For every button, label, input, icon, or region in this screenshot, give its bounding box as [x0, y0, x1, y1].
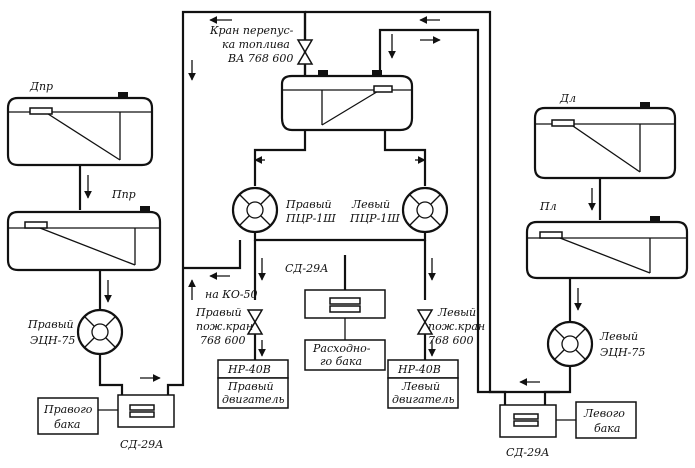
crossfeed-label-1: Кран перепус- — [209, 24, 294, 37]
right-tank-label-1: Правого — [43, 403, 93, 416]
ecn-right-label-1: Правый — [27, 318, 74, 331]
consumable-tank-sensor — [304, 289, 386, 319]
ecn-left-label-2: ЭЦН-75 — [600, 346, 645, 359]
ecn-left-label-1: Левый — [599, 330, 638, 343]
ecn-right-pump — [76, 308, 124, 356]
valve-left-label-3: 768 600 — [428, 334, 474, 347]
right-tank-label-2: бака — [54, 418, 80, 431]
left-tank-label-2: бака — [594, 422, 620, 435]
p-left-label: Пл — [539, 200, 557, 213]
d-left-label: Дл — [559, 92, 576, 105]
pump-right-label-2: ПЦР-1Ш — [285, 212, 336, 225]
p-right-label: Ппр — [111, 188, 136, 201]
pump-left-label-1: Левый — [351, 198, 390, 211]
flow-arrows — [84, 16, 596, 386]
tank-d-left — [533, 102, 677, 180]
sd-left-sensor — [499, 404, 557, 438]
engine-right-box — [217, 377, 289, 409]
tank-p-left — [525, 216, 689, 280]
valve-right-label-1: Правый — [195, 306, 242, 319]
sd-center-label: СД-29А — [285, 262, 328, 275]
center-tank — [280, 70, 414, 132]
hr-left-label: НР-40В — [397, 363, 441, 376]
valve-left-label-1: Левый — [437, 306, 476, 319]
engine-left-label-1: Левый — [401, 380, 440, 393]
left-tank-label-1: Левого — [583, 407, 625, 420]
consumable-tank-box — [304, 339, 386, 371]
sd-left-label: СД-29А — [506, 446, 549, 459]
valve-right-label-2: пож.кран — [196, 320, 253, 333]
consumable-label-1: Расходно- — [312, 342, 371, 355]
pump-right-label-1: Правый — [285, 198, 332, 211]
tank-d-right — [6, 92, 154, 167]
valve-left-label-2: пож.кран — [428, 320, 485, 333]
left-tank-gauge-box — [575, 401, 637, 439]
tank-p-right — [6, 206, 162, 272]
ecn-right-label-2: ЭЦН-75 — [30, 334, 75, 347]
crossfeed-label-3: ВА 768 600 — [227, 52, 293, 65]
pump-right-center — [231, 186, 279, 234]
engine-left-label-2: двигатель — [392, 393, 455, 406]
d-right-label: Дпр — [29, 80, 53, 93]
crossfeed-label-2: ка топлива — [222, 38, 290, 51]
to-ko50-label: на КО-50 — [205, 288, 258, 301]
consumable-label-2: го бака — [320, 355, 362, 368]
sd-right-label: СД-29А — [120, 438, 163, 451]
engine-left-box — [387, 377, 459, 409]
valve-right-label-3: 768 600 — [200, 334, 246, 347]
engine-right-label-2: двигатель — [222, 393, 285, 406]
engine-right-label-1: Правый — [227, 380, 274, 393]
sd-right-sensor — [117, 394, 175, 428]
hr-right-label: НР-40В — [227, 363, 271, 376]
pump-left-label-2: ПЦР-1Ш — [349, 212, 400, 225]
crossfeed-valve — [296, 39, 314, 65]
pump-left-center — [401, 186, 449, 234]
ecn-left-pump — [546, 320, 594, 368]
right-tank-gauge-box — [37, 397, 99, 435]
